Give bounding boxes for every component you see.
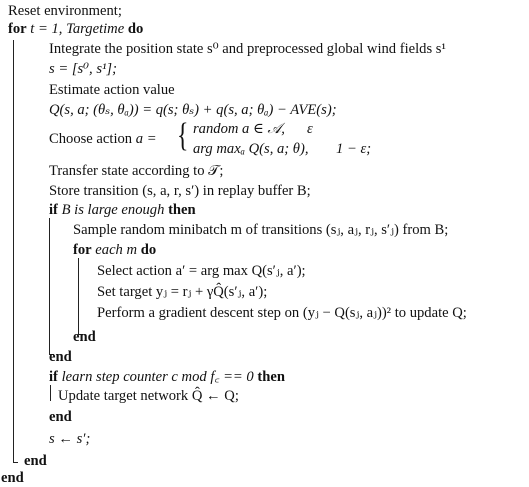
state-update-line: s ← s′; (49, 430, 90, 448)
algorithm-end-keyword: end (1, 470, 24, 486)
inner-end-keyword: end (73, 329, 96, 345)
outer-for-line: for t = 1, Targetime do (8, 20, 143, 38)
state-line: s = [s⁰, s¹]; (49, 60, 117, 78)
estimate-text: Estimate action value (49, 82, 175, 98)
inner-end-line: end (73, 328, 96, 346)
target-line: Set target yⱼ = rⱼ + γQ̂(s′ⱼ, a′); (97, 283, 267, 301)
target-then-keyword: then (257, 369, 285, 385)
outer-loop-condition: t = 1, Targetime (30, 21, 125, 37)
buffer-end-keyword: end (49, 349, 72, 365)
transfer-line: Transfer state according to 𝒯; (49, 162, 223, 180)
inner-for-keyword: for (73, 242, 92, 258)
buffer-end-line: end (49, 348, 72, 366)
gradient-line: Perform a gradient descent step on (yⱼ −… (97, 304, 467, 322)
inner-loop-tick (78, 334, 83, 335)
inner-loop-bar (78, 258, 79, 334)
choose-text: Choose action (49, 131, 133, 147)
buffer-condition: B is large enough (61, 202, 165, 218)
algorithm-end-line: end (1, 469, 24, 487)
case1-line: random a ∈ 𝒜, (193, 120, 285, 138)
outer-end-line: end (24, 452, 47, 470)
then-keyword: then (168, 202, 196, 218)
choose-a-var: a = (135, 131, 157, 147)
reset-text: Reset environment; (8, 3, 122, 19)
case2-line: arg maxₐ Q(s, a; θ), (193, 140, 308, 158)
state-formula: s = [s⁰, s¹]; (49, 61, 117, 77)
state-update-text: s ← s′; (49, 431, 91, 447)
buffer-if-bar (49, 218, 50, 354)
integrate-line: Integrate the position state s⁰ and prep… (49, 40, 446, 58)
case1-probability: ε (307, 121, 313, 137)
outer-loop-bar (13, 40, 14, 462)
reset-line: Reset environment; (8, 2, 122, 20)
case-brace: { (177, 117, 189, 154)
estimate-line: Estimate action value (49, 81, 175, 99)
transfer-text: Transfer state according to 𝒯; (49, 163, 224, 179)
target-end-line: end (49, 408, 72, 426)
select-text: Select action a′ = arg max Q(s′ⱼ, a′); (97, 263, 306, 279)
outer-loop-tick (13, 462, 18, 463)
case1-action: random a ∈ 𝒜, (193, 121, 285, 137)
buffer-if-line: if B is large enough then (49, 201, 196, 219)
integrate-text: Integrate the position state s⁰ and prep… (49, 41, 446, 57)
case2-action: arg maxₐ Q(s, a; θ), (193, 141, 309, 157)
inner-for-line: for each m do (73, 241, 156, 259)
outer-end-keyword: end (24, 453, 47, 469)
do-keyword: do (127, 21, 144, 37)
store-line: Store transition (s, a, r, s′) in replay… (49, 182, 311, 200)
choose-line: Choose action a = (49, 130, 157, 148)
target-if-keyword: if (49, 369, 58, 385)
store-text: Store transition (s, a, r, s′) in replay… (49, 183, 311, 199)
for-keyword: for (8, 21, 27, 37)
inner-do-keyword: do (140, 242, 157, 258)
case2-prob-cell: 1 − ε; (336, 140, 371, 158)
select-line: Select action a′ = arg max Q(s′ⱼ, a′); (97, 262, 306, 280)
target-if-line: if learn step counter c mod f꜀ == 0 then (49, 368, 285, 386)
target-update-condition: learn step counter c mod f꜀ == 0 (61, 369, 254, 385)
update-network-line: Update target network Q̂ ← Q; (58, 387, 239, 405)
target-end-keyword: end (49, 409, 72, 425)
q-formula-line: Q(s, a; (θₛ, θₐ)) = q(s; θₛ) + q(s, a; θ… (49, 101, 337, 119)
buffer-if-tick (49, 354, 54, 355)
gradient-text: Perform a gradient descent step on (yⱼ −… (97, 305, 467, 321)
target-if-bar (50, 385, 51, 401)
if-keyword: if (49, 202, 58, 218)
case2-probability: 1 − ε; (336, 141, 372, 157)
q-formula: Q(s, a; (θₛ, θₐ)) = q(s; θₛ) + q(s, a; θ… (49, 102, 337, 118)
inner-loop-condition: each m (95, 242, 138, 258)
target-text: Set target yⱼ = rⱼ + γQ̂(s′ⱼ, a′); (97, 284, 268, 300)
case1-prob-cell: ε (307, 120, 313, 138)
update-network-text: Update target network Q̂ ← Q; (58, 388, 239, 404)
sample-text: Sample random minibatch m of transitions… (73, 222, 449, 238)
sample-line: Sample random minibatch m of transitions… (73, 221, 448, 239)
